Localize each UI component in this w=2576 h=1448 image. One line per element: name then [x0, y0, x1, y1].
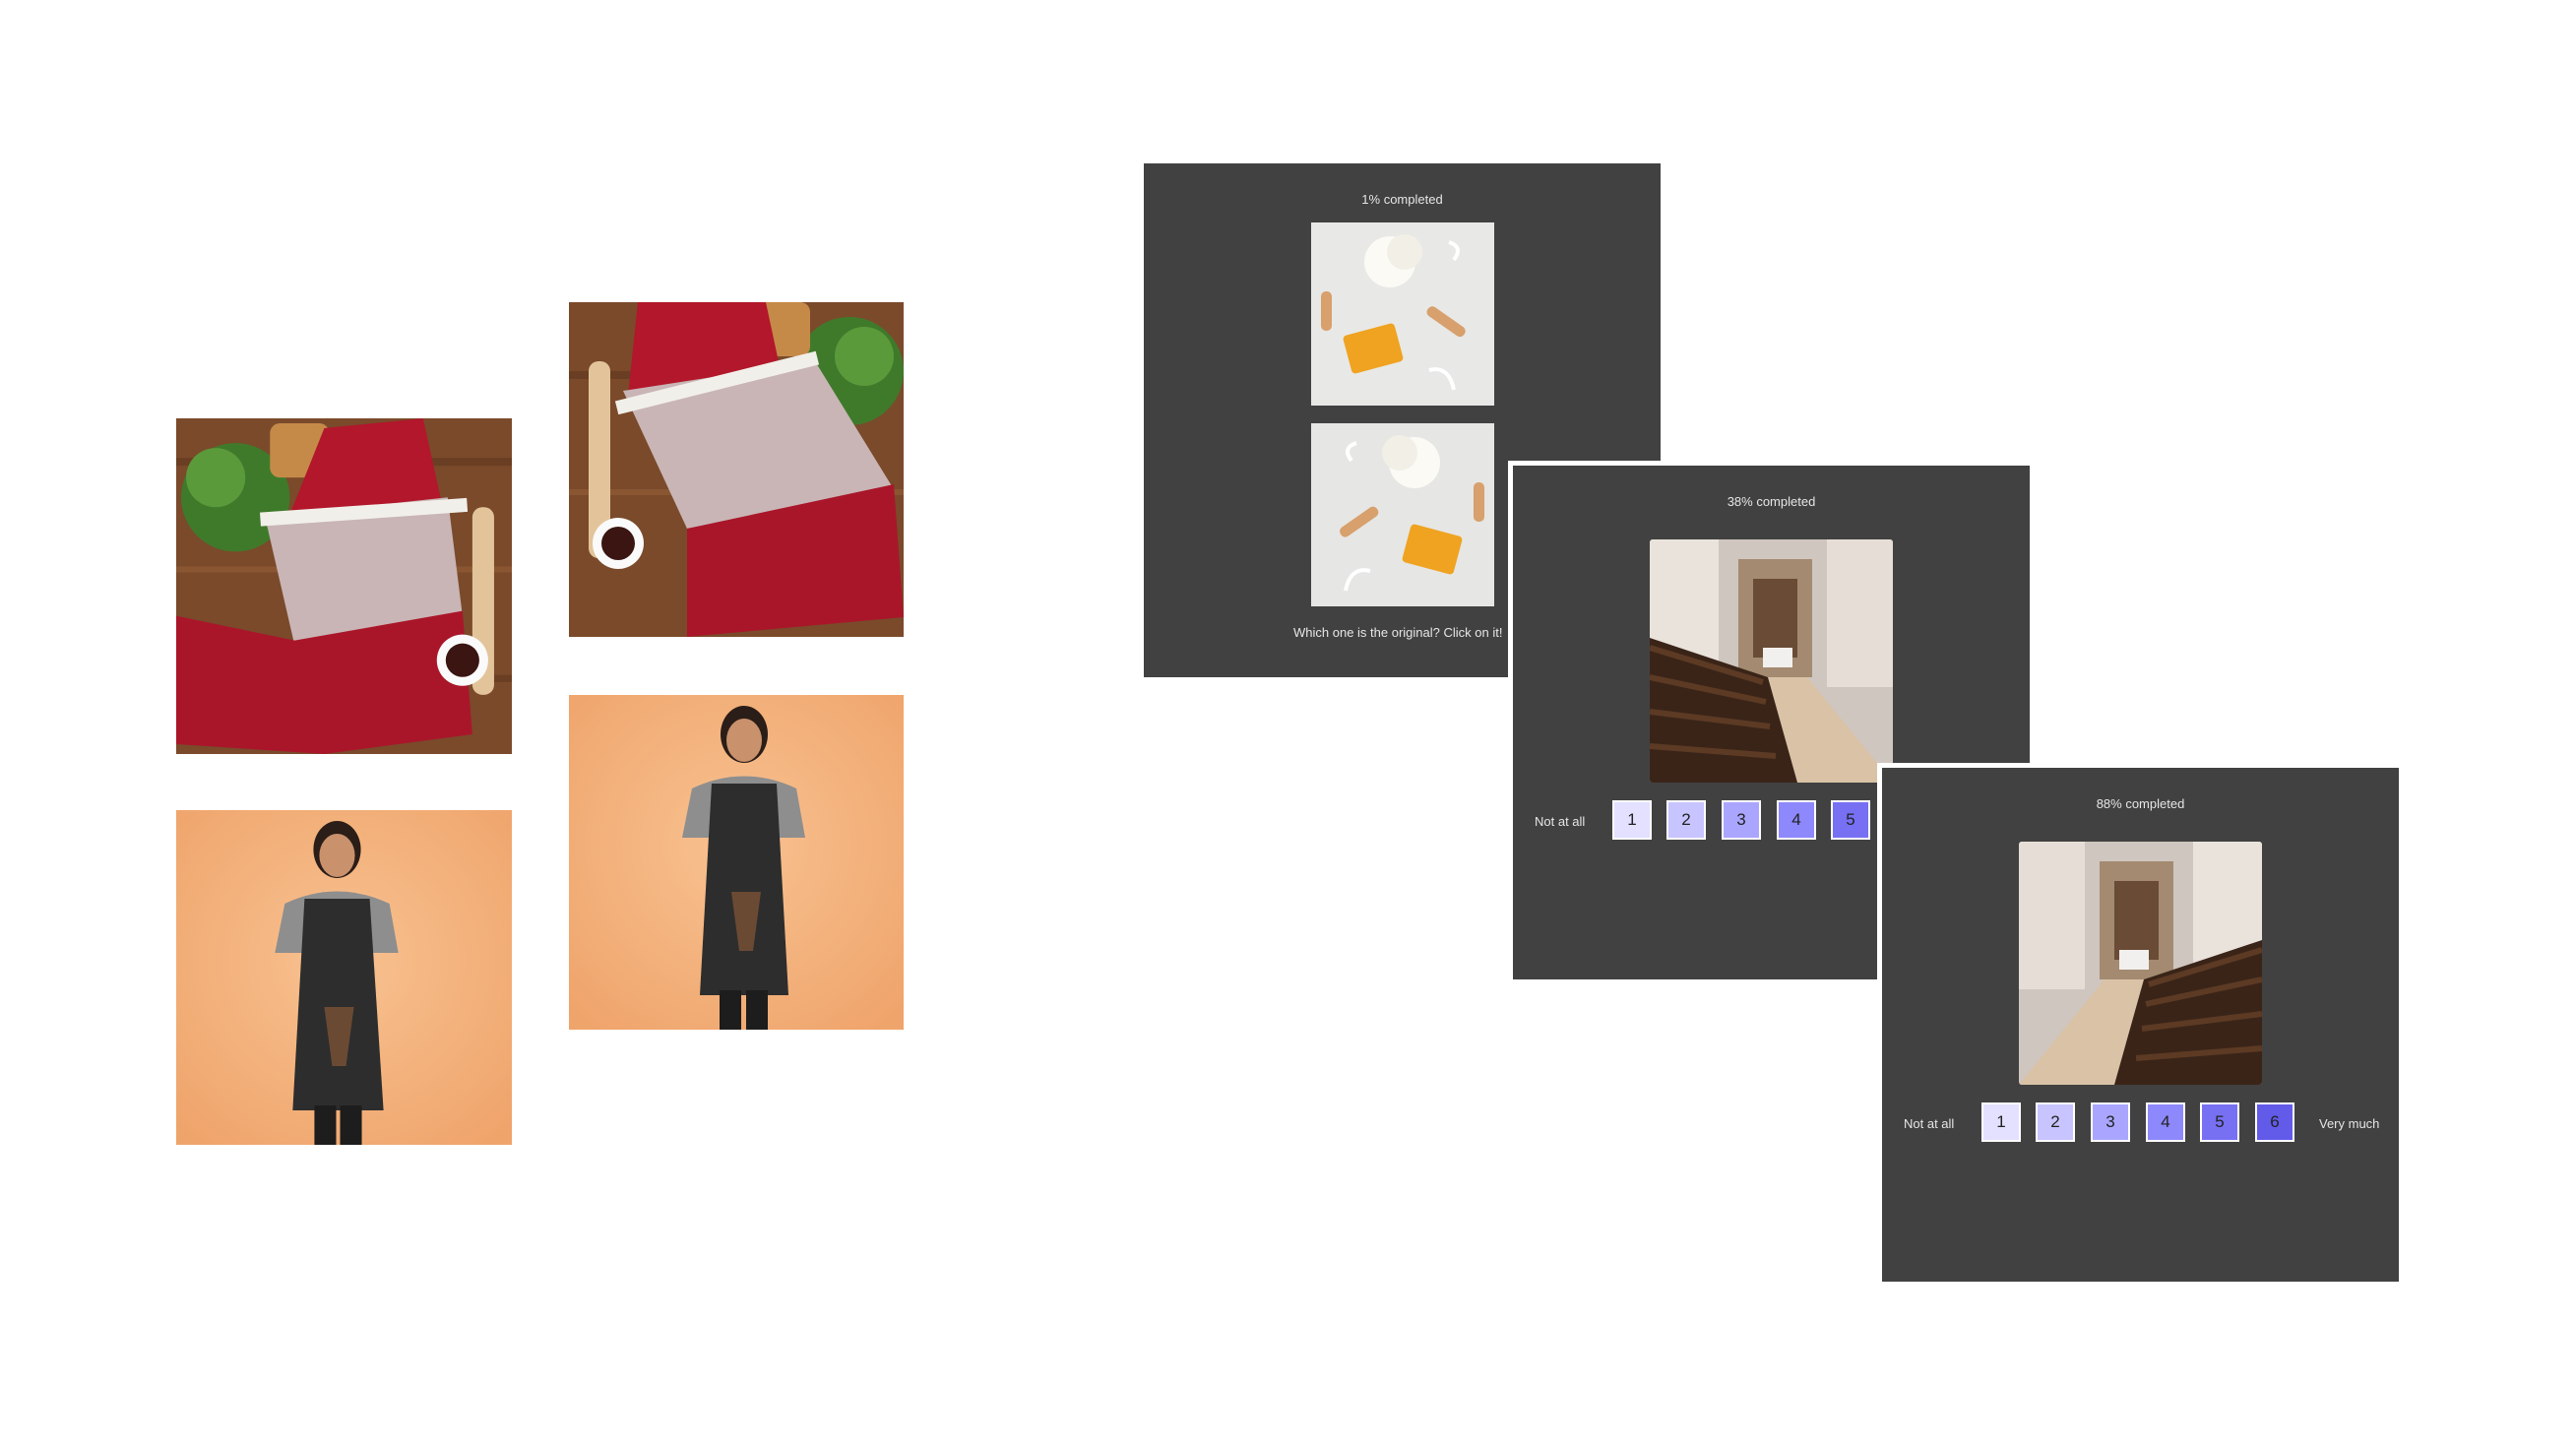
rating-panel-88: 88% completed Not at all 1 2 3 4 5 6 Ver…	[1882, 768, 2399, 1282]
woman-in-apron-photo-mirrored	[569, 695, 904, 1030]
rating-option-4[interactable]: 4	[2146, 1102, 2185, 1142]
rating-option-3[interactable]: 3	[1722, 800, 1761, 840]
progress-text: 38% completed	[1727, 494, 1816, 509]
rating-option-5[interactable]: 5	[2200, 1102, 2239, 1142]
original-choice-panel: 1% completed Which one is the original? …	[1144, 163, 1661, 677]
progress-text: 1% completed	[1361, 192, 1443, 207]
rating-option-2[interactable]: 2	[1666, 800, 1706, 840]
rating-option-2[interactable]: 2	[2036, 1102, 2075, 1142]
red-apron-flatlay-photo	[176, 418, 512, 754]
image-option-bottom[interactable]	[1311, 423, 1494, 606]
scale-high-label: Very much	[2319, 1116, 2380, 1131]
church-pews-photo-mirrored	[2019, 842, 2262, 1085]
progress-text: 88% completed	[2096, 796, 2185, 811]
image-option-top[interactable]	[1311, 222, 1494, 406]
church-pews-photo	[1650, 539, 1893, 783]
rating-option-4[interactable]: 4	[1777, 800, 1816, 840]
scale-low-label: Not at all	[1535, 814, 1586, 829]
rating-option-1[interactable]: 1	[1612, 800, 1652, 840]
scale-low-label: Not at all	[1904, 1116, 1955, 1131]
question-prompt: Which one is the original? Click on it!	[1293, 625, 1503, 640]
rating-option-6[interactable]: 6	[2255, 1102, 2294, 1142]
red-apron-flatlay-photo-mirrored	[569, 302, 904, 637]
rating-option-5[interactable]: 5	[1831, 800, 1870, 840]
rating-option-3[interactable]: 3	[2091, 1102, 2130, 1142]
woman-in-apron-photo	[176, 810, 512, 1145]
rating-option-1[interactable]: 1	[1981, 1102, 2021, 1142]
